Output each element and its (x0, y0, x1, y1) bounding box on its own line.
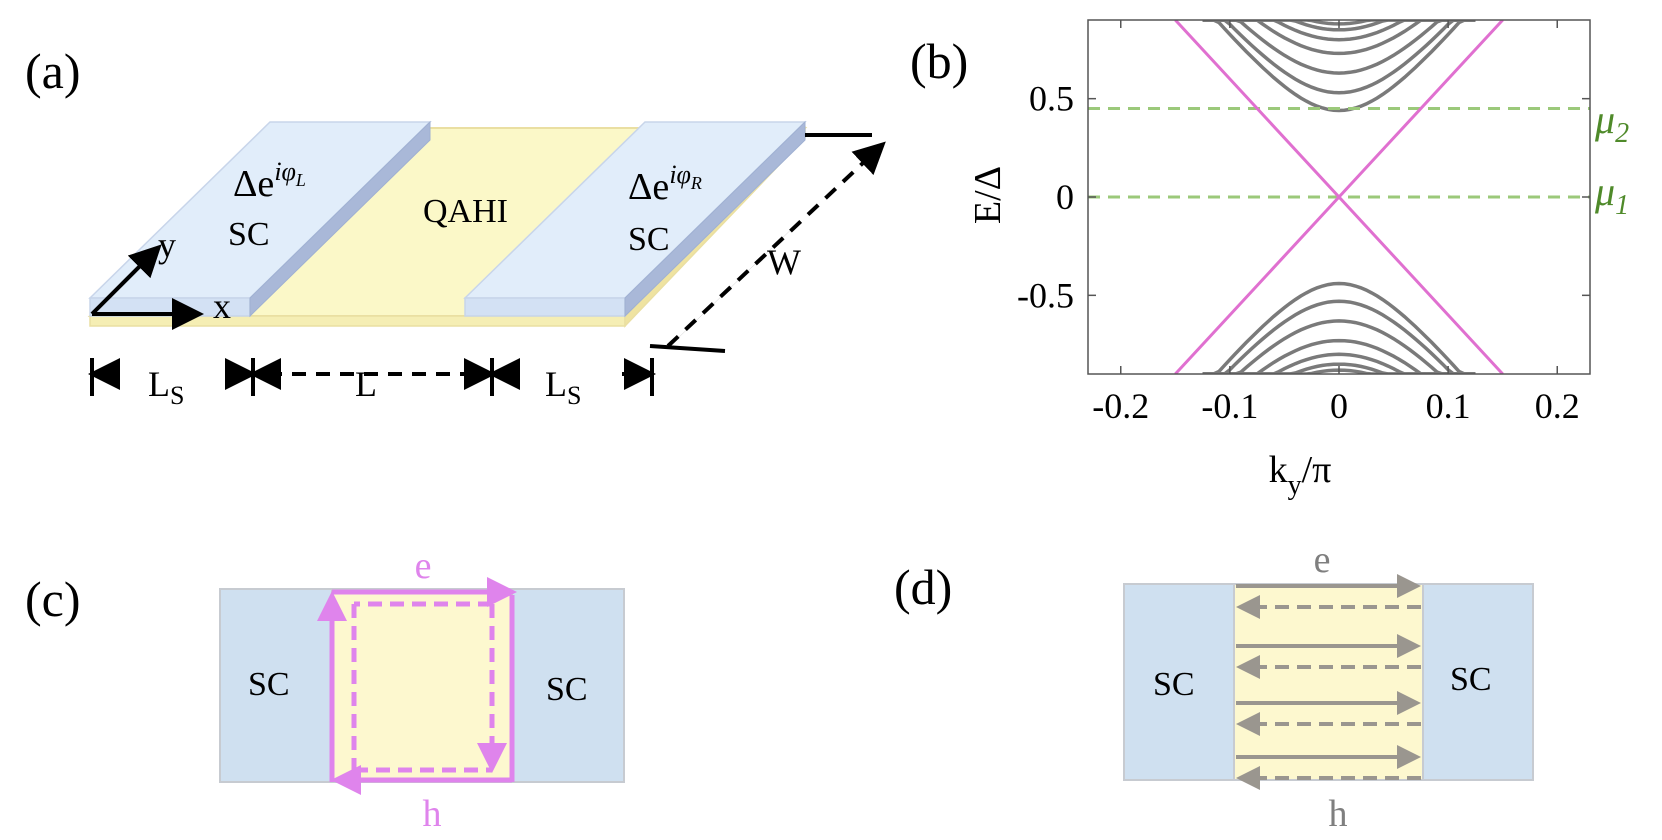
x-axis-label: ky/π (1269, 449, 1332, 501)
length-dimensions (88, 358, 656, 396)
x-tick-label-0: -0.2 (1092, 386, 1149, 426)
w-dimension-line-back (675, 220, 801, 341)
ls-left-label: LS (148, 364, 184, 410)
sc-left-label: SC (228, 216, 270, 253)
panel-d: (d) SC SC e h (894, 539, 1534, 835)
sc-right-label: SC (1450, 661, 1492, 698)
bulk-band-upper-4 (1202, 20, 1476, 42)
panel-d-label: (d) (894, 559, 952, 615)
sc-left-side (249, 120, 431, 318)
y-tick-label-0: -0.5 (1017, 275, 1074, 315)
bulk-band-upper-2 (1202, 20, 1476, 75)
axis-x-label: x (213, 286, 231, 326)
bulk-band-upper-3 (1202, 20, 1476, 56)
spectrum-chart: -0.2 -0.1 0 0.1 0.2 -0.5 0 0.5 (1017, 19, 1591, 426)
width-label: W (767, 242, 801, 282)
bulk-band-lower-2 (1202, 319, 1476, 374)
y-tick-label-2: 0.5 (1029, 79, 1074, 119)
bulk-band-upper-1 (1202, 20, 1476, 95)
sc-left-order-param: ΔeiφL (233, 157, 306, 205)
panel-c-label: (c) (25, 571, 81, 627)
sc-left-block (219, 588, 333, 783)
sc-right-order-param: ΔeiφR (628, 160, 702, 208)
sc-right-block (511, 588, 625, 783)
x-tick-label-4: 0.2 (1535, 386, 1580, 426)
electron-label: e (1314, 539, 1331, 581)
y-axis-arrow (90, 244, 162, 316)
y-tick-label-1: 0 (1056, 177, 1074, 217)
edge-state-1 (1174, 20, 1504, 374)
axis-y-label: y (158, 225, 176, 265)
bulk-band-lower-3 (1202, 338, 1476, 374)
sc-right-label: SC (628, 221, 670, 258)
hole-label: h (1329, 793, 1348, 835)
panel-a: (a) ΔeiφL SC QAHI ΔeiφR SC y x W (25, 43, 886, 410)
w-dimension-line (666, 141, 886, 348)
l-middle-label: L (355, 364, 377, 404)
sc-left-block (1123, 583, 1235, 781)
panel-b-label: (b) (910, 33, 968, 89)
panel-a-label: (a) (25, 43, 81, 99)
mu1-label: μ1 (1594, 169, 1629, 221)
bulk-band-upper-5 (1202, 20, 1476, 32)
x-tick-label-1: -0.1 (1201, 386, 1258, 426)
sc-right-side (624, 120, 806, 318)
bulk-band-lower-5 (1202, 362, 1476, 374)
andreev-states (1236, 574, 1421, 790)
chiral-edge-loop (317, 577, 517, 795)
qahi-slab-front (89, 315, 626, 327)
sc-right-label: SC (546, 671, 588, 708)
bulk-band-upper-0 (1202, 20, 1476, 113)
hole-label: h (423, 793, 442, 835)
x-tick-label-3: 0.1 (1426, 386, 1471, 426)
panel-c: (c) SC SC e h (25, 545, 625, 835)
w-tick-bottom (649, 344, 726, 353)
bulk-band-lower-4 (1202, 352, 1476, 374)
x-tick-label-2: 0 (1330, 386, 1348, 426)
ls-right-label: LS (545, 364, 581, 410)
sc-right-front (464, 297, 626, 317)
sc-left-label: SC (1153, 666, 1195, 703)
bulk-band-lower-0 (1202, 281, 1476, 374)
qahi-label: QAHI (423, 193, 508, 230)
junction-region (331, 588, 513, 783)
electron-label: e (415, 545, 432, 587)
sc-left-label: SC (248, 666, 290, 703)
bulk-band-lower-1 (1202, 299, 1476, 374)
y-axis-label: E/Δ (967, 166, 1009, 224)
mu2-label: μ2 (1594, 97, 1629, 149)
junction-region (1233, 583, 1424, 781)
